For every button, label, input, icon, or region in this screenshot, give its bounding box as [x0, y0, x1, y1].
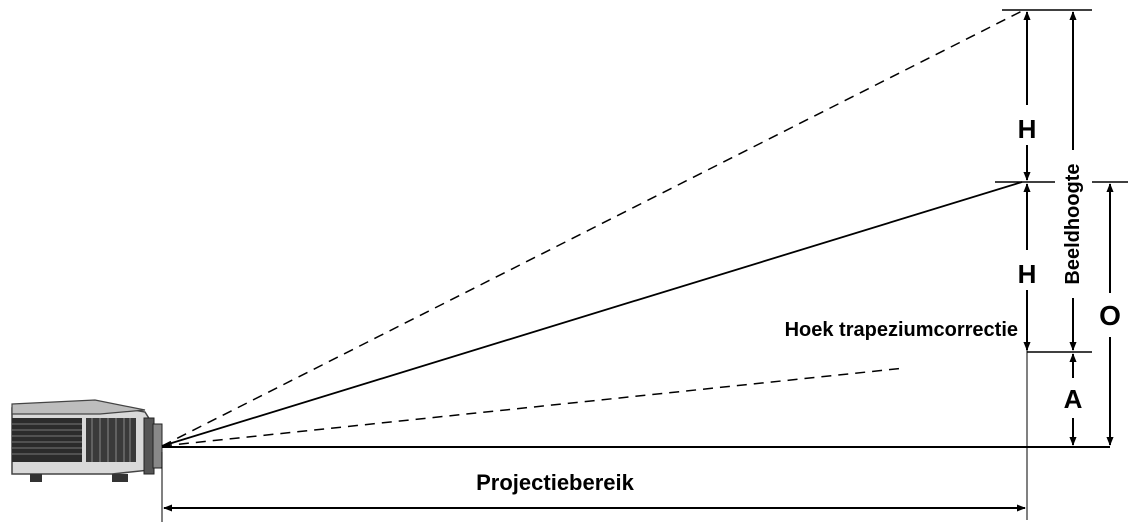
image-height-label: Beeldhoogte	[1062, 163, 1084, 284]
keystone-angle-label: Hoek trapeziumcorrectie	[785, 319, 1018, 341]
a-label: A	[1064, 384, 1083, 414]
offset-label: O	[1099, 300, 1121, 331]
h-bottom-label: H	[1018, 259, 1037, 289]
throw-distance-label: Projectiebereik	[476, 470, 635, 495]
keystone-dashed-ray	[161, 367, 906, 447]
projector-icon	[11, 399, 163, 482]
upper-dashed-ray	[161, 10, 1023, 447]
h-top-label: H	[1018, 114, 1037, 144]
image-top-ray	[161, 181, 1023, 447]
